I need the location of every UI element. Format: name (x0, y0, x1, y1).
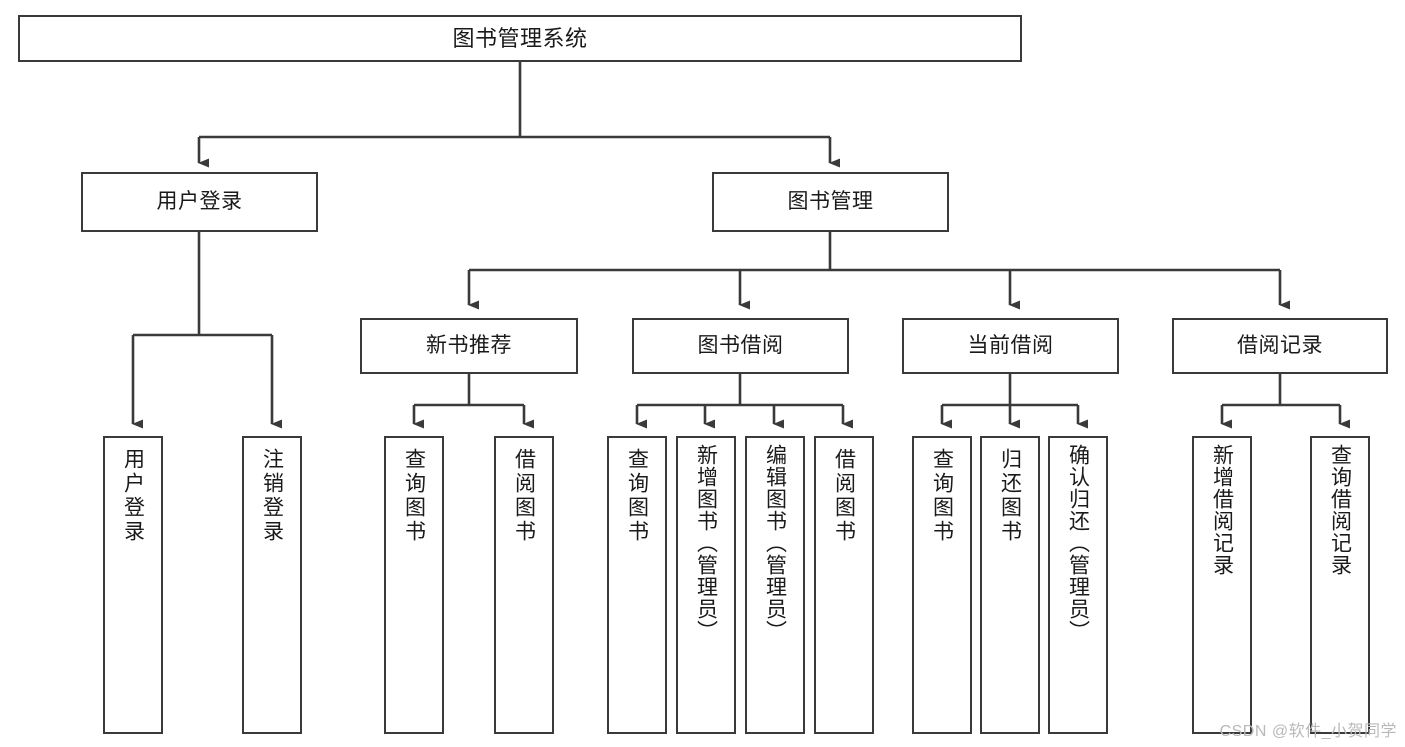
node-label: 借阅图书 (832, 448, 856, 544)
node-label: 借阅图书 (512, 448, 536, 544)
leaf-book-borrow-borrow-books[interactable]: 借阅图书 (814, 436, 874, 734)
leaf-current-borrow-return-books[interactable]: 归还图书 (980, 436, 1040, 734)
leaf-book-borrow-edit-book-admin[interactable]: 编辑图书（管理员） (745, 436, 805, 734)
node-label: 图书管理 (787, 189, 874, 213)
node-new-book-recommend[interactable]: 新书推荐 (360, 318, 578, 374)
node-label: 当前借阅 (967, 333, 1054, 357)
node-root-book-management-system[interactable]: 图书管理系统 (18, 15, 1022, 62)
leaf-book-borrow-add-book-admin[interactable]: 新增图书（管理员） (676, 436, 736, 734)
leaf-new-book-query-books[interactable]: 查询图书 (384, 436, 444, 734)
node-label: 用户登录 (156, 189, 243, 213)
node-label: 注销登录 (260, 448, 284, 544)
node-label: 查询图书 (402, 448, 426, 544)
node-book-borrow[interactable]: 图书借阅 (632, 318, 849, 374)
node-book-management[interactable]: 图书管理 (712, 172, 949, 232)
node-label: 查询图书 (625, 448, 649, 544)
node-label: 确认归还（管理员） (1066, 444, 1090, 642)
node-label: 图书借阅 (697, 333, 784, 357)
node-borrow-record[interactable]: 借阅记录 (1172, 318, 1388, 374)
watermark-text: CSDN @软件_小贺同学 (1219, 723, 1397, 740)
node-user-login[interactable]: 用户登录 (81, 172, 318, 232)
node-label: 新增借阅记录 (1210, 444, 1234, 576)
leaf-current-borrow-query-books[interactable]: 查询图书 (912, 436, 972, 734)
leaf-borrow-record-query-record[interactable]: 查询借阅记录 (1310, 436, 1370, 734)
leaf-book-borrow-query-books[interactable]: 查询图书 (607, 436, 667, 734)
node-current-borrow[interactable]: 当前借阅 (902, 318, 1119, 374)
leaf-borrow-record-add-record[interactable]: 新增借阅记录 (1192, 436, 1252, 734)
node-label: 编辑图书（管理员） (763, 444, 787, 642)
node-label: 图书管理系统 (452, 25, 588, 51)
node-label: 新书推荐 (426, 333, 512, 357)
leaf-user-login-login[interactable]: 用户登录 (103, 436, 163, 734)
node-label: 新增图书（管理员） (694, 444, 718, 642)
leaf-new-book-borrow-books[interactable]: 借阅图书 (494, 436, 554, 734)
node-label: 用户登录 (121, 448, 145, 544)
node-label: 查询图书 (930, 448, 954, 544)
node-label: 查询借阅记录 (1328, 444, 1352, 576)
node-label: 归还图书 (998, 448, 1022, 544)
leaf-current-borrow-confirm-return-admin[interactable]: 确认归还（管理员） (1048, 436, 1108, 734)
leaf-user-login-logout[interactable]: 注销登录 (242, 436, 302, 734)
node-label: 借阅记录 (1237, 333, 1323, 357)
